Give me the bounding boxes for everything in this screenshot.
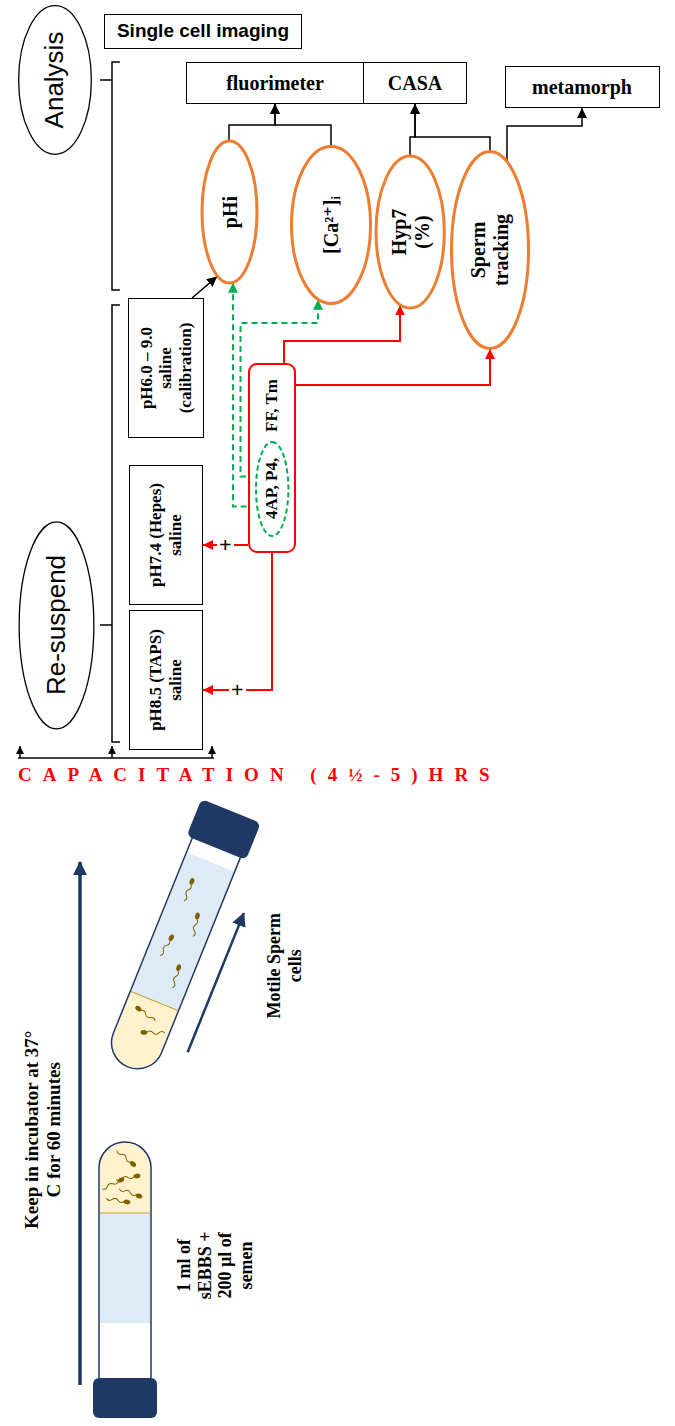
resuspend-bracket — [100, 305, 120, 742]
sperm-cell — [140, 1030, 165, 1035]
node-text: pH6.0 – 9.0 saline (calibration) — [137, 309, 196, 427]
ellipse-outline — [374, 155, 445, 310]
arrow-connector — [203, 553, 272, 690]
motility-arrow — [188, 913, 244, 1052]
arrow-connector — [229, 104, 275, 141]
sperm-cell — [134, 1005, 156, 1023]
node-text: FF, Tm — [262, 379, 282, 432]
node-text: pHi — [218, 196, 241, 228]
measure-ellipse: Sperm tracking — [450, 150, 530, 350]
treatment-box: FF, Tm 4AP, P4, — [248, 363, 296, 553]
ellipse-outline — [292, 147, 371, 304]
sperm-cell — [191, 912, 201, 937]
step-note: Motile Sperm cells — [264, 905, 305, 1025]
sperm-cell — [182, 877, 195, 901]
node-text: CASA — [388, 72, 442, 95]
sperm-cell — [118, 1187, 143, 1200]
node-text: Analysis — [40, 32, 70, 129]
node-text: Re-suspend — [41, 555, 71, 695]
node-text: [Ca²⁺]ᵢ — [320, 196, 343, 254]
drug-ellipse: 4AP, P4, — [255, 440, 290, 537]
incubation-arrow — [78, 862, 82, 1385]
arrow-connector — [296, 349, 490, 385]
node-text: Single cell imaging — [117, 20, 289, 42]
measure-ellipse: Hyp7 (%) — [374, 155, 446, 310]
section-ellipse: Re-suspend — [18, 521, 94, 730]
arrow-connector — [275, 104, 331, 146]
node-text: fluorimeter — [226, 72, 324, 95]
ellipse-outline — [202, 141, 257, 283]
title-box: Single cell imaging — [104, 14, 302, 49]
semen-layer — [105, 992, 178, 1076]
tube-outline — [104, 836, 241, 1076]
analysis-bracket — [100, 62, 120, 290]
arrow-connector — [507, 108, 582, 161]
tube-cap — [187, 799, 261, 860]
semen-layer — [100, 1143, 150, 1213]
sperm-cell — [101, 1176, 125, 1190]
capacitation-line — [18, 757, 214, 759]
sperm-cell — [106, 1196, 131, 1205]
node-text: Hyp7 (%) — [387, 201, 433, 263]
ellipse-outline — [19, 522, 94, 729]
step-note: 1 ml of sEBBS + 200 µl of semen — [174, 1217, 257, 1312]
ellipse-outline — [19, 6, 92, 155]
tube-cap — [93, 1378, 157, 1418]
edge-label: + — [229, 679, 246, 701]
sperm-cell — [170, 964, 182, 989]
sperm-cell — [158, 934, 175, 957]
instrument-box: fluorimeter — [186, 62, 364, 104]
tube-outline — [99, 1142, 151, 1380]
step-note: Keep in incubator at 37° C for 60 minute… — [20, 1022, 64, 1237]
medium-layer — [100, 1213, 150, 1323]
node-text: pH7.4 (Hepes) saline — [146, 476, 185, 594]
capacitation-arrow — [111, 746, 113, 758]
test-tube — [93, 1142, 157, 1418]
layer-boundary — [100, 1213, 150, 1214]
edge-label: + — [217, 534, 234, 556]
capacitation-arrow — [19, 746, 21, 758]
tube-body — [99, 1142, 151, 1380]
ellipse-outline — [256, 442, 288, 536]
saline-box: pH7.4 (Hepes) saline — [129, 465, 203, 605]
node-text: Sperm tracking — [467, 203, 513, 298]
node-text: 4AP, P4, — [262, 458, 282, 519]
saline-box: pH8.5 (TAPS) saline — [129, 610, 203, 750]
arrow-connector — [415, 104, 490, 151]
arrow-connector — [284, 305, 400, 363]
instrument-box: CASA — [363, 62, 467, 104]
section-ellipse: Analysis — [18, 5, 92, 155]
node-text: metamorph — [532, 76, 632, 99]
medium-layer — [131, 853, 234, 1011]
tube-body — [104, 836, 241, 1076]
saline-box: pH6.0 – 9.0 saline (calibration) — [128, 298, 204, 438]
capacitation-arrow — [211, 746, 213, 758]
sperm-cell — [115, 1149, 137, 1168]
test-tube — [98, 799, 277, 1086]
ellipse-outline — [452, 152, 529, 349]
node-text: pH8.5 (TAPS) saline — [146, 621, 185, 739]
measure-ellipse: [Ca²⁺]ᵢ — [290, 145, 372, 305]
capacitation-label: CAPACITATION (4½-5)HRS — [18, 764, 501, 786]
arrow-connector — [192, 277, 217, 298]
ellipse-outline — [376, 156, 444, 308]
instrument-box: metamorph — [505, 66, 660, 108]
sperm-cell — [116, 1173, 141, 1182]
measure-ellipse: pHi — [200, 140, 258, 285]
